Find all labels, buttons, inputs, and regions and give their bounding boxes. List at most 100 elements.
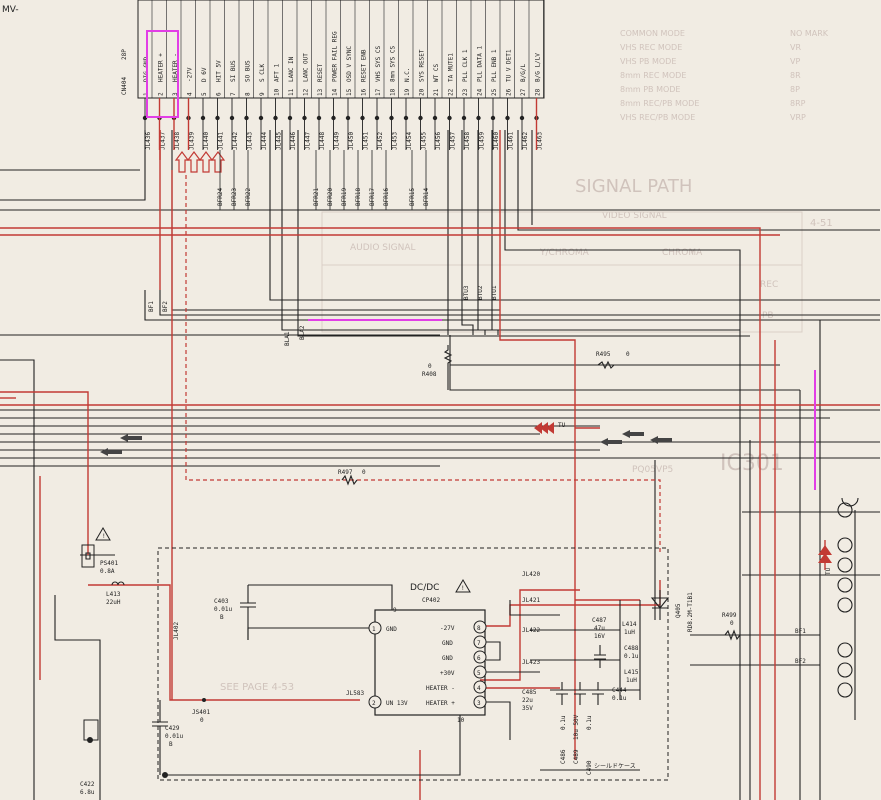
- svg-text:UN 13V: UN 13V: [386, 700, 408, 707]
- pin-jl-label: JL447: [305, 132, 312, 150]
- pin-number: 17: [375, 88, 382, 96]
- dcdc-ref: CP402: [422, 597, 440, 604]
- svg-text:0.8A: 0.8A: [100, 568, 115, 575]
- pin-number: 4: [187, 92, 194, 96]
- svg-text:2: 2: [372, 700, 376, 707]
- svg-text:C485: C485: [522, 689, 537, 696]
- pin-jl-label: JL453: [392, 132, 399, 150]
- bus-label: BFR24: [217, 188, 224, 206]
- tu-arrows: TU TU: [100, 422, 832, 575]
- bus-label: BFR15: [409, 188, 416, 206]
- js401-jumper: JS401 0: [192, 698, 210, 724]
- svg-text:R408: R408: [422, 371, 437, 378]
- pin-jl-label: JL440: [203, 132, 210, 150]
- pin-jl-label: JL449: [334, 132, 341, 150]
- pin-name: HEATER -: [172, 53, 179, 82]
- pin-jl-label: JL446: [290, 132, 297, 150]
- svg-text:+30V: +30V: [440, 670, 455, 677]
- pin-number: 7: [230, 92, 237, 96]
- svg-text:C486: C486: [560, 749, 567, 764]
- pin-name: N.C.: [404, 68, 411, 82]
- pin-name: RESET: [317, 64, 324, 82]
- pin-name: 8mm SYS CS: [390, 45, 397, 82]
- svg-text:JS401: JS401: [192, 709, 210, 716]
- svg-text:8mm REC MODE: 8mm REC MODE: [620, 71, 686, 80]
- pin-number: 15: [346, 88, 353, 96]
- svg-text:0: 0: [428, 363, 432, 370]
- pin-number: 22: [448, 88, 455, 96]
- sp-row-rec: REC: [760, 280, 778, 290]
- svg-text:6: 6: [477, 655, 481, 662]
- pin-number: 21: [433, 88, 440, 96]
- bus-label: BFR20: [327, 188, 334, 206]
- sp-header-chroma: CHROMA: [662, 248, 703, 258]
- svg-text:0: 0: [200, 717, 204, 724]
- jl420-423-labels: JL420 JL421 JL422 JL423: [522, 571, 540, 666]
- pin-number: 3: [172, 92, 179, 96]
- bus-label: BFR19: [341, 188, 348, 206]
- bus-label: BFR18: [355, 188, 362, 206]
- tu-label-red: TU: [558, 422, 566, 429]
- svg-text:10: 10: [457, 717, 465, 724]
- svg-text:GND: GND: [442, 655, 453, 662]
- jl583-label: JL583: [346, 690, 364, 697]
- svg-text:VP: VP: [790, 57, 800, 66]
- pin-jl-label: JL452: [377, 132, 384, 150]
- svg-text:1uH: 1uH: [624, 629, 635, 636]
- pin-number: 28: [535, 88, 542, 96]
- svg-text:HEATER -: HEATER -: [426, 685, 455, 692]
- c422-capacitor: C422 6.8u: [80, 719, 99, 796]
- connector-pin: 19N.C.JL454: [403, 0, 414, 150]
- pin-number: 11: [288, 88, 295, 96]
- pin-number: 5: [201, 92, 208, 96]
- pin-number: 2: [158, 92, 165, 96]
- r497-resistor: R497 0: [338, 469, 366, 486]
- svg-text:VR: VR: [790, 43, 801, 52]
- pin-jl-label: JL454: [406, 132, 413, 150]
- page-note: SEE PAGE 4-53: [220, 682, 294, 693]
- pin-jl-label: JL441: [218, 132, 225, 150]
- bus-label: BFR23: [231, 188, 238, 206]
- svg-text:B: B: [169, 741, 173, 748]
- pin-number: 26: [506, 88, 513, 96]
- svg-text:VHS REC/PB MODE: VHS REC/PB MODE: [620, 113, 695, 122]
- svg-text:0.01u: 0.01u: [165, 733, 183, 740]
- svg-text:4: 4: [477, 685, 481, 692]
- bus-label: BFR21: [313, 188, 320, 206]
- svg-text:B: B: [220, 614, 224, 621]
- ic301-name: IC301: [720, 451, 784, 476]
- svg-text:RD8.2M-T1B1: RD8.2M-T1B1: [687, 592, 694, 632]
- net-bla1: BLA1: [284, 331, 291, 346]
- svg-text:0: 0: [626, 351, 630, 358]
- signal-path-title: SIGNAL PATH: [575, 176, 692, 197]
- net-bf2: BF2: [162, 301, 169, 312]
- svg-text:JL423: JL423: [522, 659, 540, 666]
- svg-text:8: 8: [477, 625, 481, 632]
- pin-number: 14: [332, 88, 339, 96]
- svg-text:16V: 16V: [594, 633, 605, 640]
- dcdc-wiring: [165, 584, 641, 776]
- shield-note: シールドケース: [594, 763, 636, 770]
- pin-number: 16: [361, 88, 368, 96]
- svg-text:0.01u: 0.01u: [214, 606, 232, 613]
- svg-text:8mm PB MODE: 8mm PB MODE: [620, 85, 681, 94]
- net-btu1: BTU1: [491, 285, 498, 300]
- svg-text:C429: C429: [165, 725, 180, 732]
- pin-jl-label: JL450: [348, 132, 355, 150]
- pin-name: S CLK: [259, 64, 266, 82]
- ic301-part: PQ05VP5: [632, 465, 673, 475]
- sp-header-y: Y: [689, 248, 696, 258]
- svg-text:22u: 22u: [522, 697, 533, 704]
- svg-text:22uH: 22uH: [106, 599, 121, 606]
- pin-jl-label: JL456: [435, 132, 442, 150]
- pin-name: SO BUS: [245, 60, 252, 82]
